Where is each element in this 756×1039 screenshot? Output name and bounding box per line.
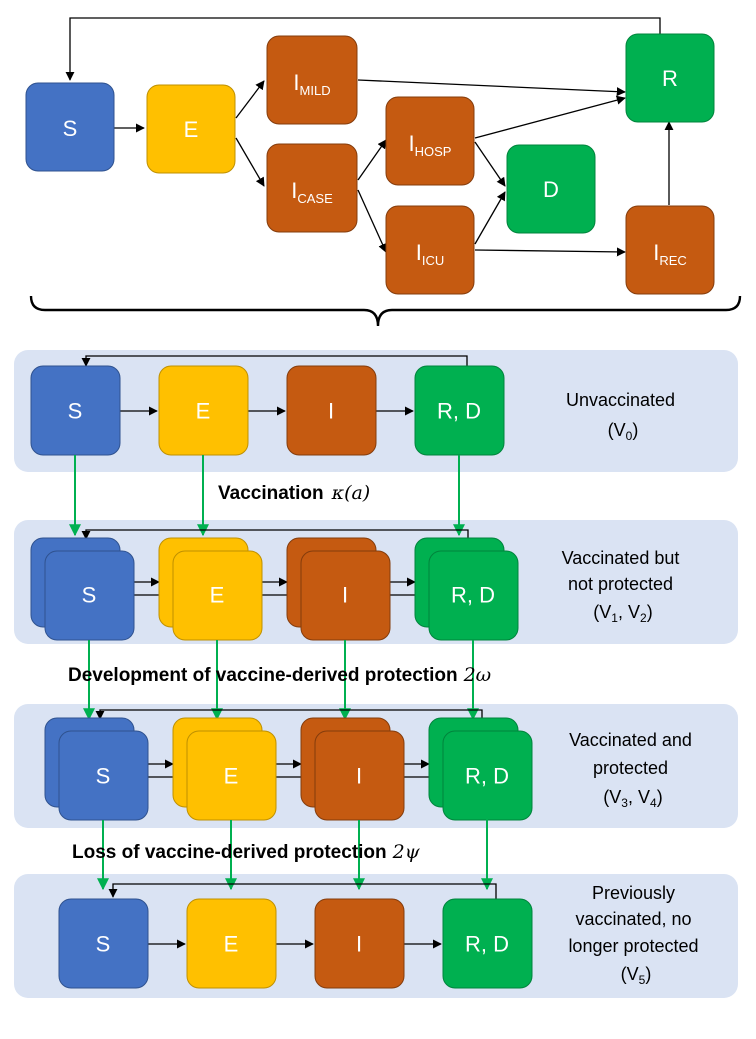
stratum-v3-v4: S E I R, D Vaccinated and protected (V3,… [44,709,697,821]
v3-label-s: S [96,764,111,789]
svg-text:D: D [543,177,559,202]
node-i-hosp: IHOSP [385,96,475,186]
v1-label-rd: R, D [451,583,495,608]
node-i-rec: IREC [625,205,715,295]
v5-label-rd: R, D [465,932,509,957]
v0-label-s: S [68,399,83,424]
node-i-case-main: I [291,178,297,203]
svg-text:IMILD: IMILD [293,70,330,98]
v1-label-line-1: Vaccinated but [562,548,680,568]
v1-label-line-3: (V1, V2) [593,602,652,625]
node-d: D [506,144,596,234]
v0-loop-edge [81,355,468,368]
transition-development-label: Development of vaccine-derived protectio… [68,664,491,686]
v0-label-line-2: (V0) [608,420,639,443]
v5-label-s: S [96,932,111,957]
v5-box-e [186,898,277,989]
node-i-hosp-main: I [409,131,415,156]
node-e: E [146,84,236,174]
v5-label-i: I [356,932,362,957]
svg-text:R: R [662,66,678,91]
stratum-v1-v2: S E I R, D Vaccinated but not protected … [30,529,685,641]
v3-description: Vaccinated and protected (V3, V4) [569,730,697,810]
edge-ihosp-to-d [474,141,506,187]
node-d-label: D [543,177,559,202]
v0-label-i: I [328,399,334,424]
v5-box-rd [442,898,533,989]
node-i-case-sub: CASE [297,191,333,206]
v3-label-line-2: protected [593,758,668,778]
v1-loop-edge [81,529,469,543]
v5-box-i [314,898,405,989]
node-i-mild-sub: MILD [300,83,331,98]
node-i-icu-sub: ICU [422,253,444,268]
v5-description: Previously vaccinated, no longer protect… [568,883,703,987]
svg-text:ICASE: ICASE [291,178,333,206]
node-s: S [25,82,115,172]
v3-label-i: I [356,764,362,789]
node-i-icu-main: I [416,240,422,265]
top-edges [65,17,674,257]
stratum-v5: S E I R, D Previously vaccinated, no lon… [58,883,703,989]
v5-label-e: E [224,932,239,957]
node-e-label: E [184,117,199,142]
v5-label-line-4: (V5) [621,964,652,987]
edge-r-to-s-loop [65,17,661,81]
v1-label-e: E [210,583,225,608]
v3-label-line-1: Vaccinated and [569,730,692,750]
v0-label-line-1: Unvaccinated [566,390,675,410]
node-i-mild-main: I [293,70,299,95]
v0-label-e: E [196,399,211,424]
curly-brace [29,295,742,327]
node-r-label: R [662,66,678,91]
svg-text:S: S [63,116,78,141]
node-i-rec-sub: REC [659,253,686,268]
edge-e-to-icase [235,137,265,187]
svg-text:IHOSP: IHOSP [409,131,452,159]
edge-iicu-to-d [474,191,506,245]
node-i-rec-main: I [653,240,659,265]
node-r: R [625,33,715,123]
v1-label-line-2: not protected [568,574,673,594]
v5-loop-edge [108,883,497,900]
edge-iicu-to-irec [474,247,626,257]
transition-development: Development of vaccine-derived protectio… [68,640,491,721]
svg-text:IICU: IICU [416,240,445,268]
v3-label-rd: R, D [465,764,509,789]
v1-label-s: S [82,583,97,608]
node-i-mild: IMILD [266,35,358,125]
edge-ihosp-to-r [474,95,626,139]
top-compartment-diagram: S E IMILD ICASE IHOSP IICU D R [25,17,715,295]
node-i-hosp-sub: HOSP [415,144,452,159]
v5-box-s [58,898,149,989]
v3-loop-edge [95,709,483,723]
v1-description: Vaccinated but not protected (V1, V2) [562,548,685,625]
v5-label-line-2: vaccinated, no [575,909,691,929]
edge-e-to-imild [235,80,265,119]
svg-text:E: E [184,117,199,142]
v3-label-line-3: (V3, V4) [603,787,662,810]
node-i-case: ICASE [266,143,358,233]
svg-text:IREC: IREC [653,240,687,268]
node-i-icu: IICU [385,205,475,295]
v5-label-line-1: Previously [592,883,675,903]
v0-label-rd: R, D [437,399,481,424]
v3-label-e: E [224,764,239,789]
edge-imild-to-r [357,79,626,97]
v0-description: Unvaccinated (V0) [566,390,680,443]
v5-label-line-3: longer protected [568,936,698,956]
node-s-label: S [63,116,78,141]
edge-icase-to-ihosp [357,139,387,181]
edge-icase-to-iicu [357,189,387,253]
v1-label-i: I [342,583,348,608]
v0-box-i [286,365,377,456]
